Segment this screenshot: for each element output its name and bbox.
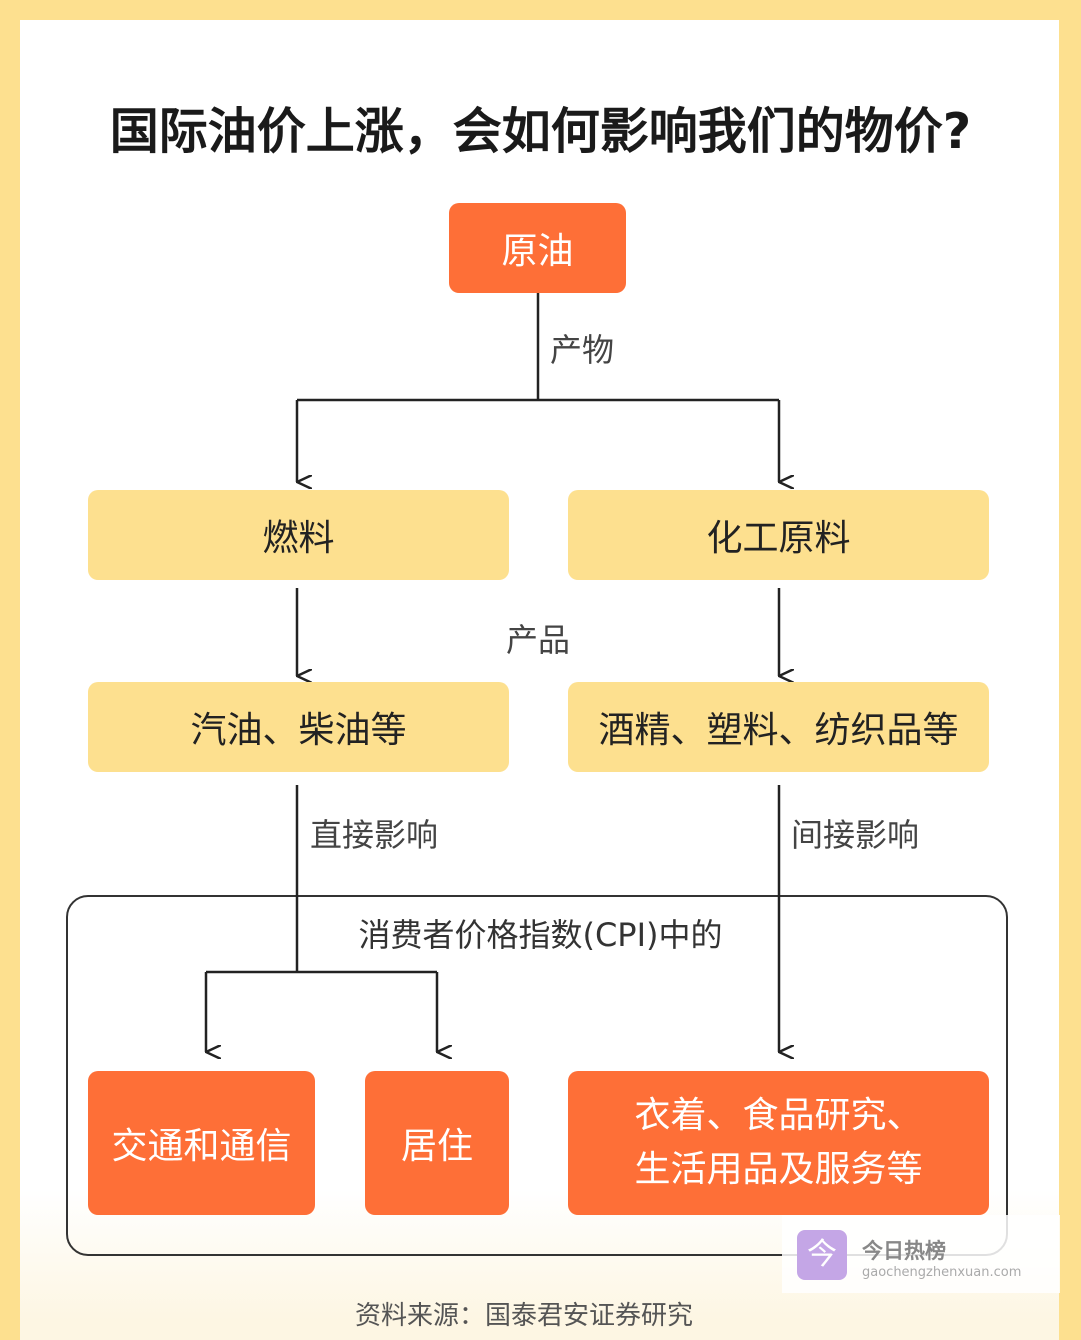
- label-cpi: 消费者价格指数(CPI)中的: [358, 916, 723, 954]
- label-direct: 直接影响: [310, 816, 439, 854]
- watermark-url: gaochengzhenxuan.com: [862, 1265, 1022, 1280]
- node-gasoline: 汽油、柴油等: [88, 682, 509, 772]
- watermark: 今 今日热榜 gaochengzhenxuan.com: [782, 1215, 1060, 1293]
- connector-crude: [297, 293, 779, 402]
- node-chem: 化工原料: [568, 490, 989, 580]
- label-product: 产品: [506, 621, 571, 659]
- node-fuel: 燃料: [88, 490, 509, 580]
- source-note: 资料来源：国泰君安证券研究: [355, 1301, 694, 1331]
- node-clothing-line2: 生活用品及服务等: [634, 1149, 923, 1190]
- node-clothing-line1: 衣着、食品研究、: [634, 1095, 923, 1136]
- node-housing: 居住: [365, 1071, 509, 1215]
- node-transport: 交通和通信: [88, 1071, 315, 1215]
- node-crude: 原油: [449, 203, 626, 293]
- label-products: 产物: [550, 331, 615, 369]
- node-clothing: 衣着、食品研究、 生活用品及服务等: [568, 1071, 989, 1215]
- page-title: 国际油价上涨，会如何影响我们的物价?: [109, 103, 972, 160]
- watermark-name: 今日热榜: [862, 1239, 946, 1263]
- label-indirect: 间接影响: [791, 816, 920, 854]
- connector-direct: [206, 785, 437, 974]
- cpi-group: [66, 895, 1008, 1256]
- node-alcohol: 酒精、塑料、纺织品等: [568, 682, 989, 772]
- watermark-logo-icon: 今: [797, 1230, 847, 1280]
